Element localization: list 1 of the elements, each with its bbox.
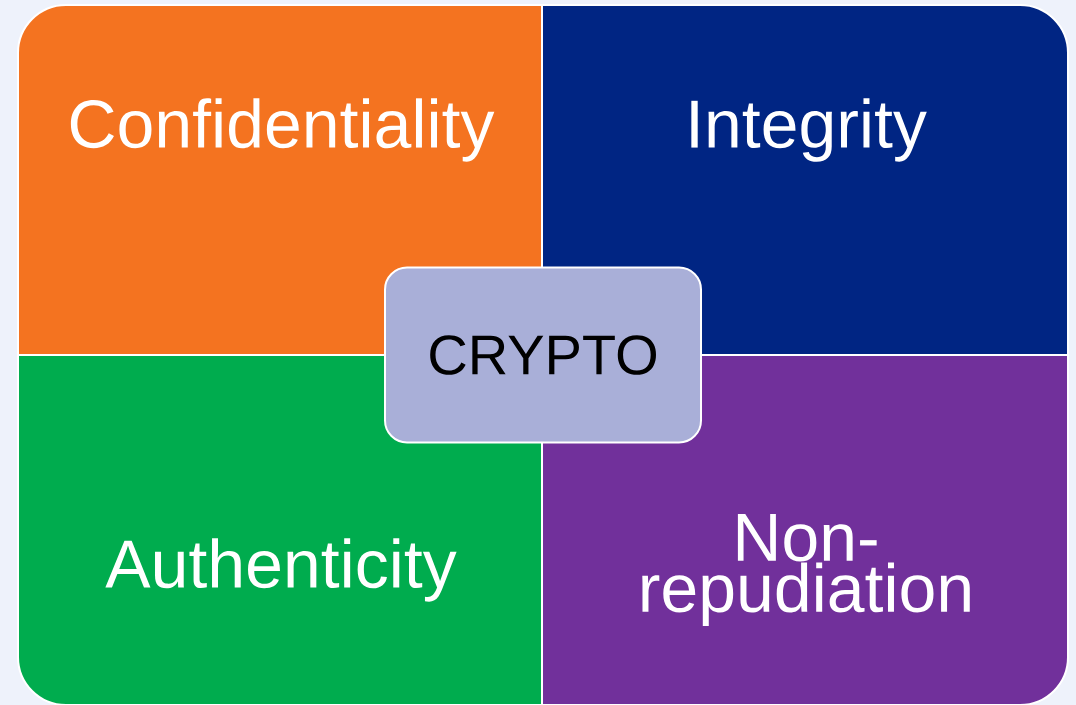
center-box: CRYPTO [384,266,702,444]
